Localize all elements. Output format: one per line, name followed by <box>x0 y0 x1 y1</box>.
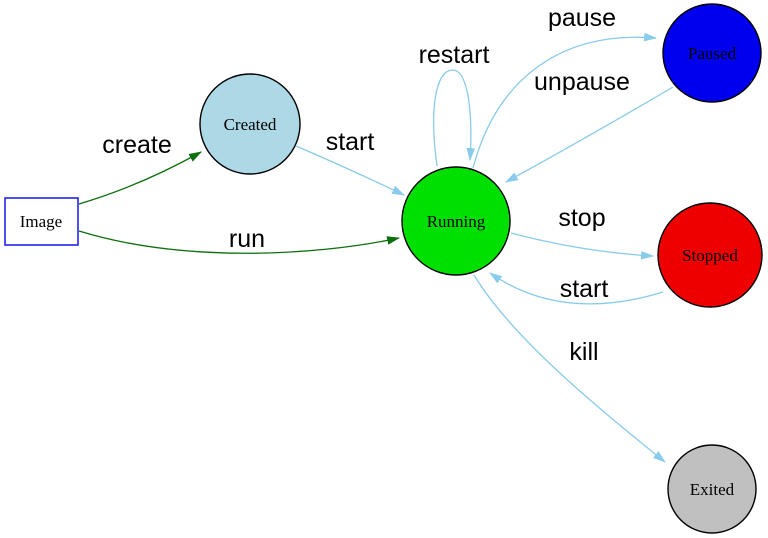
edge-label-start-stopped: start <box>560 275 609 303</box>
node-exited: Exited <box>667 444 757 534</box>
edge-run <box>78 230 401 254</box>
node-label-running: Running <box>427 212 486 231</box>
edge-label-create: create <box>102 131 171 159</box>
edge-label-stop: stop <box>558 204 605 232</box>
edge-label-kill: kill <box>569 338 598 366</box>
node-stopped-circle <box>657 202 763 308</box>
edge-start-from-created <box>295 145 405 196</box>
edge-unpause <box>505 86 674 183</box>
node-label-paused: Paused <box>688 44 737 63</box>
node-paused: Paused <box>662 3 762 103</box>
node-label-image: Image <box>20 212 62 231</box>
node-label-created: Created <box>224 115 277 134</box>
edge-start-from-stopped <box>489 272 664 305</box>
edge-create <box>78 151 202 205</box>
node-exited-circle <box>667 444 757 534</box>
node-created-circle <box>199 73 301 175</box>
node-image-box <box>4 197 79 246</box>
node-label-stopped: Stopped <box>682 246 738 265</box>
edge-pause <box>472 32 658 169</box>
node-label-exited: Exited <box>690 480 735 499</box>
edge-stop <box>510 232 655 260</box>
edge-label-unpause: unpause <box>534 68 630 96</box>
edge-kill <box>473 274 666 463</box>
edge-label-start-created: start <box>326 128 375 156</box>
node-image: Image <box>4 197 79 246</box>
edge-label-run: run <box>229 225 265 253</box>
node-stopped: Stopped <box>657 202 763 308</box>
node-running: Running <box>401 166 511 276</box>
node-created: Created <box>199 73 301 175</box>
edge-label-pause: pause <box>548 4 616 32</box>
node-running-circle <box>401 166 511 276</box>
node-paused-circle <box>662 3 762 103</box>
edge-restart-self-loop <box>433 69 476 167</box>
edge-label-restart: restart <box>419 41 490 69</box>
